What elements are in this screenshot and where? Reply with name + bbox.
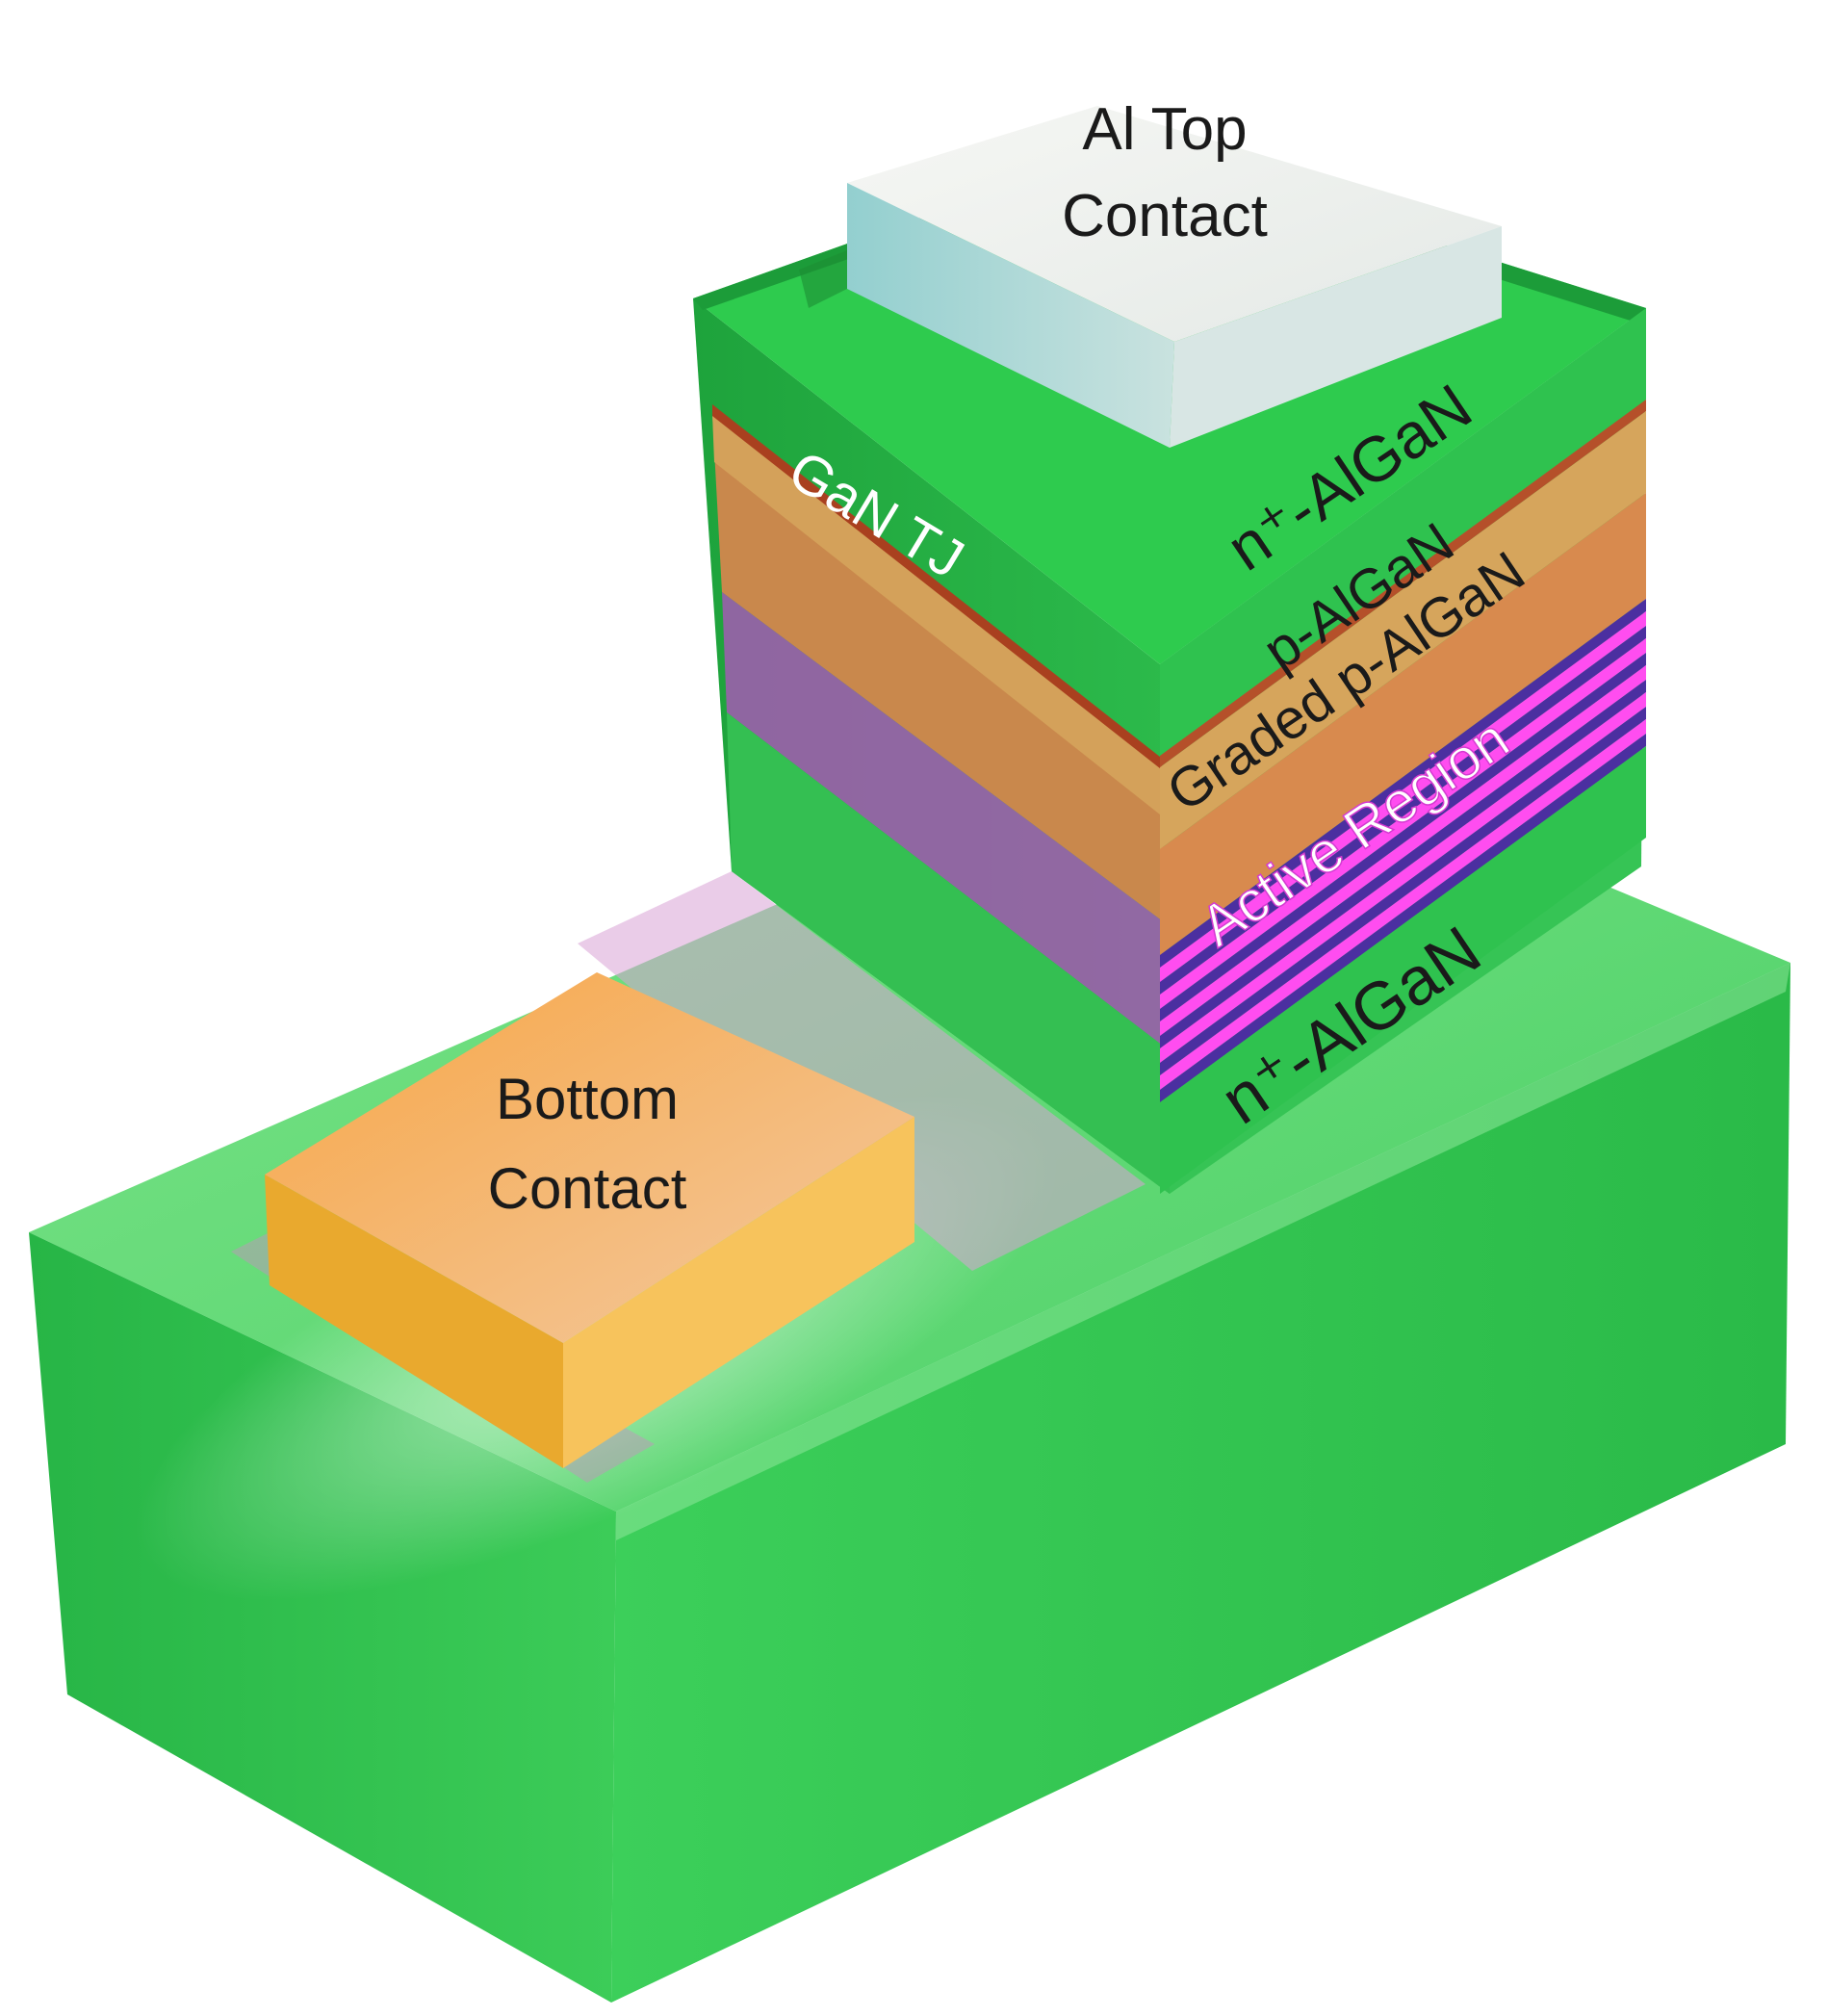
band-graded-p — [1160, 493, 1646, 955]
pillar-left-mqw — [722, 592, 1168, 1049]
band-p-algan — [1160, 411, 1646, 849]
band-barrier-5 — [1160, 707, 1646, 1075]
band-barrier-6 — [1160, 734, 1646, 1102]
base-top-highlight — [616, 963, 1790, 1540]
bottom-contact-top-face — [265, 972, 914, 1343]
band-well-4 — [1160, 692, 1646, 1063]
top-contact-left-side — [847, 183, 1174, 448]
band-tj-line — [1160, 400, 1646, 767]
base-front-face — [29, 1232, 616, 2003]
top-contact — [799, 106, 1502, 448]
bottom-contact-left-side — [265, 1175, 563, 1468]
band-n-plus-top — [1160, 308, 1646, 756]
pillar-left-lower-green — [727, 712, 1170, 1194]
bottom-contact-label-line1: Bottom — [496, 1067, 679, 1131]
top-contact-label-line2: Contact — [1062, 183, 1268, 249]
top-contact-right-side — [1170, 226, 1502, 448]
band-barrier-3 — [1160, 653, 1646, 1021]
pillar-left-tj-line — [712, 404, 1165, 772]
top-contact-label-line1: Al Top — [1082, 96, 1247, 163]
bottom-contact-label-line2: Contact — [488, 1156, 687, 1221]
band-barrier-2 — [1160, 626, 1646, 995]
base-right-face — [611, 963, 1790, 2003]
bottom-contact-right-side — [563, 1117, 914, 1468]
band-well-3 — [1160, 665, 1646, 1036]
band-well-2 — [1160, 638, 1646, 1009]
top-contact-frame-inner — [799, 250, 847, 308]
band-barrier-1 — [1160, 599, 1646, 968]
bottom-contact — [231, 972, 914, 1483]
band-well-5 — [1160, 719, 1646, 1090]
band-n-plus-bottom — [1160, 746, 1646, 1194]
pillar-left-p-top — [712, 414, 1165, 818]
band-well-1 — [1160, 611, 1646, 982]
pillar-shadow — [578, 871, 1146, 1271]
pillar-right-layers — [1160, 308, 1646, 1194]
band-barrier-4 — [1160, 680, 1646, 1048]
top-contact-top-face — [847, 106, 1502, 342]
